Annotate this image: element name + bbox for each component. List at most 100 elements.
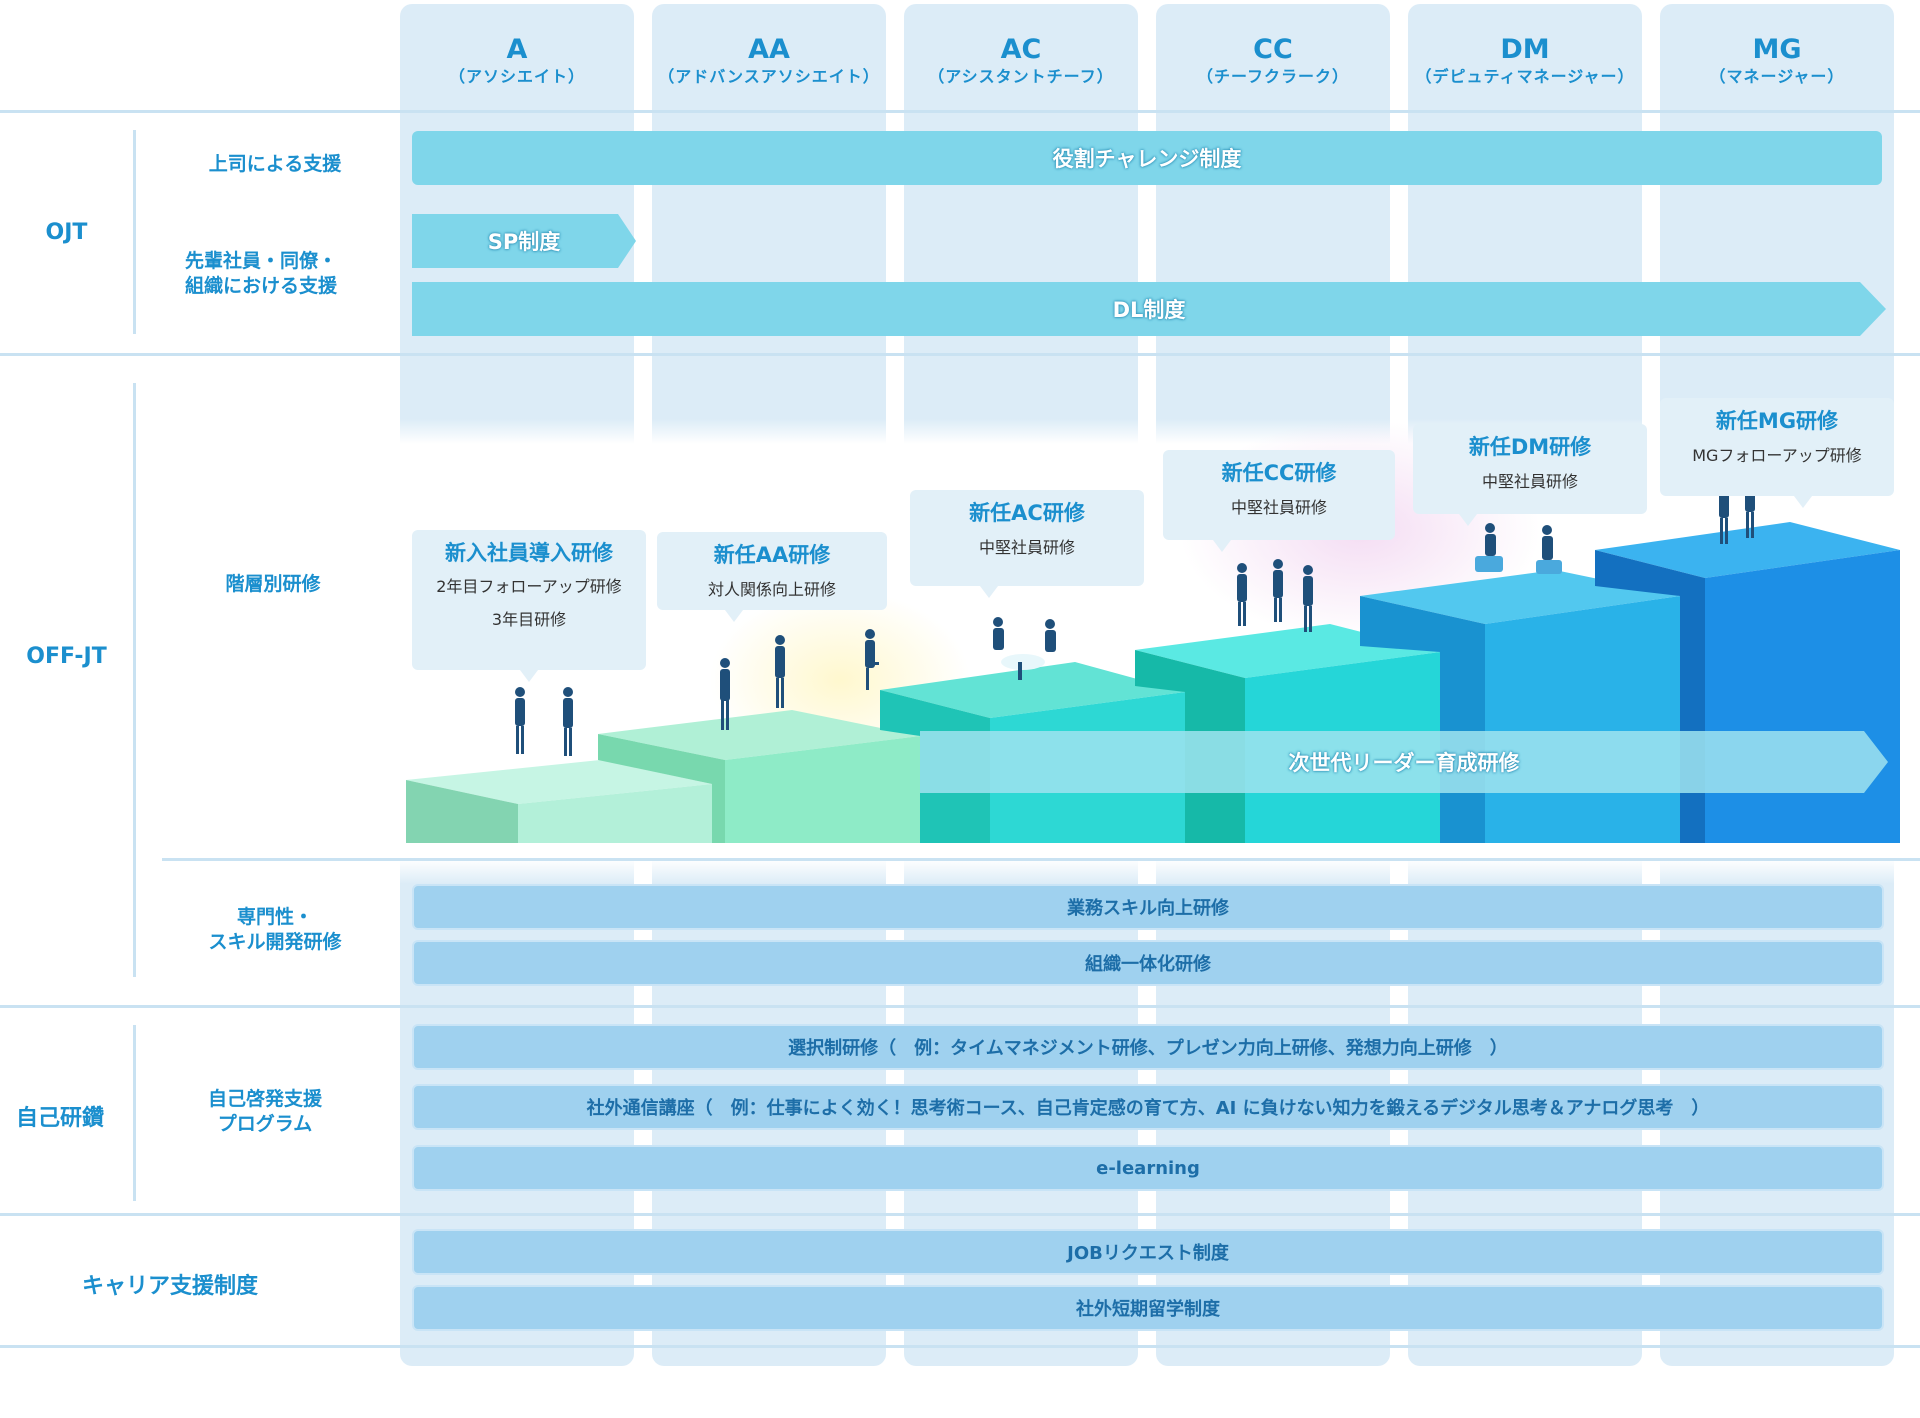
bubble-line: 3年目研修 <box>491 610 567 629</box>
divider-offjt <box>0 1005 1920 1008</box>
category-ojt: OJT <box>45 220 88 245</box>
subcategory-label: 先輩社員・同僚・ <box>184 250 337 272</box>
dl-arrow-shape <box>412 282 1886 336</box>
bubble-title: 新任AA研修 <box>713 543 831 567</box>
subcategory-tier-training: 階層別研修 <box>158 572 388 597</box>
bubble-title: 新任DM研修 <box>1468 435 1592 459</box>
bubble-line: 2年目フォローアップ研修 <box>436 577 622 596</box>
vdivider-offjt <box>133 383 136 977</box>
bubble-line: 中堅社員研修 <box>978 538 1075 557</box>
step-3-top <box>880 662 1185 718</box>
step-1-front <box>406 780 518 843</box>
next-leader-arrow-label: 次世代リーダー育成研修 <box>1288 751 1520 775</box>
subcategory-skill-training: 専門性・ スキル開発研修 <box>160 905 390 955</box>
career-bar-job-request: JOBリクエスト制度 <box>412 1229 1884 1275</box>
self-bar-correspondence: 社外通信講座（ 例：仕事によく効く！思考術コース、自己肯定感の育て方、AI に負… <box>412 1084 1884 1130</box>
subcategory-label: 自己啓発支援 <box>207 1088 322 1110</box>
category-career: キャリア支援制度 <box>81 1274 258 1299</box>
subcategory-label: 階層別研修 <box>225 573 321 595</box>
tier-bubble-a: 新入社員導入研修 2年目フォローアップ研修 3年目研修 <box>412 530 646 682</box>
column-header-mg: MG （マネージャー） <box>1660 34 1894 88</box>
divider-tier <box>162 858 1920 861</box>
step-1-side <box>518 784 712 843</box>
column-code: DM <box>1500 34 1550 65</box>
bubble-title: 新任CC研修 <box>1221 461 1337 485</box>
column-name: （デピュティマネージャー） <box>1415 67 1635 86</box>
category-offjt: OFF-JT <box>26 644 107 669</box>
skill-bar-organization: 組織一体化研修 <box>412 940 1884 986</box>
step-2-top <box>598 710 920 760</box>
step-2-side <box>725 736 920 843</box>
column-name: （チーフクラーク） <box>1196 67 1350 86</box>
subcategory-self-dev: 自己啓発支援 プログラム <box>150 1087 380 1137</box>
column-name: （アソシエイト） <box>448 67 585 86</box>
category-self: 自己研鑽 <box>15 1106 104 1131</box>
column-code: A <box>506 34 528 65</box>
bubble-tail <box>725 610 743 622</box>
skill-bar-business: 業務スキル向上研修 <box>412 884 1884 930</box>
column-name: （アシスタントチーフ） <box>928 67 1114 86</box>
tier-bubble-aa: 新任AA研修 対人関係向上研修 <box>657 532 887 622</box>
career-bar-study-abroad: 社外短期留学制度 <box>412 1285 1884 1331</box>
column-name: （マネージャー） <box>1709 67 1845 86</box>
bubble-line: 中堅社員研修 <box>1481 472 1578 491</box>
dl-arrow-bar: DL制度 <box>412 282 1886 336</box>
column-header-dm: DM （デピュティマネージャー） <box>1408 34 1642 88</box>
divider-ojt <box>0 353 1920 356</box>
figure-group-3 <box>993 617 1056 680</box>
subcategory-label: 上司による支援 <box>208 153 342 175</box>
bubble-line: MGフォローアップ研修 <box>1692 446 1862 465</box>
divider-header <box>0 110 1920 113</box>
tier-bubble-ac: 新任AC研修 中堅社員研修 <box>910 490 1144 598</box>
divider-self <box>0 1213 1920 1216</box>
subcategory-label: 組織における支援 <box>184 275 337 297</box>
tier-bubble-dm: 新任DM研修 中堅社員研修 <box>1413 424 1647 526</box>
bubble-title: 新任MG研修 <box>1715 409 1839 433</box>
figure-pair-1 <box>515 687 573 756</box>
dl-arrow-label: DL制度 <box>1112 298 1186 322</box>
step-6-top <box>1595 522 1900 578</box>
column-header-cc: CC （チーフクラーク） <box>1156 34 1390 88</box>
bubble-tail <box>1213 540 1231 552</box>
bubble-tail <box>980 586 998 598</box>
next-leader-arrow-shape <box>920 731 1888 793</box>
subcategory-label: 専門性・ <box>236 906 313 928</box>
bubble-line: 対人関係向上研修 <box>707 580 836 599</box>
subcategory-boss-support: 上司による支援 <box>160 152 390 177</box>
column-code: MG <box>1752 34 1802 65</box>
self-bar-selective: 選択制研修（ 例：タイムマネジメント研修、プレゼン力向上研修、発想力向上研修 ） <box>412 1024 1884 1070</box>
figure-group-5 <box>1475 523 1562 574</box>
vdivider-ojt <box>133 130 136 334</box>
tier-bubble-cc: 新任CC研修 中堅社員研修 <box>1163 450 1395 552</box>
column-header-a: A （アソシエイト） <box>400 34 634 88</box>
column-code: AA <box>748 34 790 65</box>
column-header-ac: AC （アシスタントチーフ） <box>904 34 1138 88</box>
figure-group-4 <box>1237 559 1313 632</box>
divider-career <box>0 1345 1920 1348</box>
tier-bubble-mg: 新任MG研修 MGフォローアップ研修 <box>1660 398 1894 508</box>
step-6-front <box>1595 550 1705 843</box>
bubble-title: 新任AC研修 <box>969 501 1085 525</box>
sp-arrow-shape <box>412 214 636 268</box>
figure-pair-2 <box>720 629 879 730</box>
step-1-top <box>406 760 712 804</box>
subcategory-label: スキル開発研修 <box>208 931 342 953</box>
self-bar-elearning: e-learning <box>412 1145 1884 1191</box>
bubble-title: 新入社員導入研修 <box>445 541 613 565</box>
subcategory-peer-support: 先輩社員・同僚・ 組織における支援 <box>146 249 376 299</box>
column-code: CC <box>1253 34 1293 65</box>
column-header-aa: AA （アドバンスアソシエイト） <box>652 34 886 88</box>
bubble-line: 中堅社員研修 <box>1230 498 1327 517</box>
bubble-tail <box>520 670 538 682</box>
next-leader-arrow-bar: 次世代リーダー育成研修 <box>920 731 1888 793</box>
subcategory-label: プログラム <box>217 1113 313 1135</box>
column-name: （アドバンスアソシエイト） <box>658 67 880 86</box>
vdivider-self <box>133 1025 136 1201</box>
step-2-front <box>598 734 725 843</box>
sp-arrow-bar: SP制度 <box>412 214 636 268</box>
role-challenge-bar: 役割チャレンジ制度 <box>412 131 1882 185</box>
bubble-tail <box>1794 496 1812 508</box>
sp-arrow-label: SP制度 <box>487 230 561 254</box>
column-code: AC <box>1000 34 1042 65</box>
bubble-tail <box>1459 514 1477 526</box>
